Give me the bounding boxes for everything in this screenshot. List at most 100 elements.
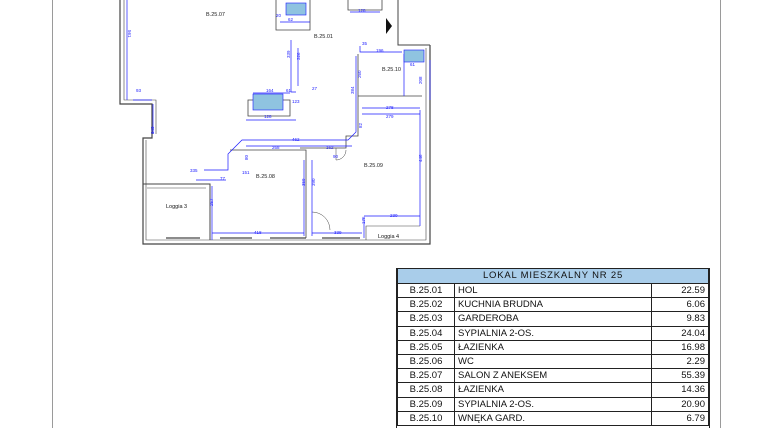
dimension-value: 62 [288, 17, 294, 22]
fixture-basin [403, 49, 425, 63]
room-code-cell: B.25.10 [397, 410, 455, 426]
dimension-value: 82 [358, 122, 363, 128]
dimension-value: 128 [358, 8, 366, 13]
room-name-cell: KUCHNIA BRUDNA [454, 297, 652, 313]
dimension-value: 151 [242, 170, 250, 175]
entrance-marker-icon [386, 18, 392, 34]
room-name-cell: SALON Z ANEKSEM [454, 368, 652, 384]
room-code-cell: B.25.09 [397, 396, 455, 412]
loggia-4-label: Loggia 4 [378, 234, 399, 240]
plan-walls [119, 0, 431, 245]
fixture-sink [285, 2, 307, 16]
dimension-value: 278 [386, 105, 394, 110]
dimension-value: 93 [136, 88, 142, 93]
dimension-values: 561 20 62 128 35 196 61 260 208 384 339 … [127, 8, 423, 235]
sheet-border-right [720, 0, 721, 428]
dimension-lines [126, 0, 431, 240]
room-name-cell: ŁAZIENKA [454, 339, 652, 355]
dimension-value: 257 [209, 198, 214, 206]
room-code-cell: B.25.04 [397, 325, 455, 341]
room-area-cell: 14.36 [651, 382, 709, 398]
room-area-cell: 2.29 [651, 353, 709, 370]
room-code-cell: B.25.05 [397, 339, 455, 355]
table-title: LOKAL MIESZKALNY NR 25 [397, 268, 709, 283]
dimension-value: 339 [334, 230, 342, 235]
fixture-tub [252, 93, 284, 111]
room-area-cell: 9.83 [651, 311, 709, 327]
room-b2510-label: B.25.10 [382, 67, 401, 73]
dimension-value: 128 [264, 114, 272, 119]
dimension-value: 61 [410, 62, 416, 67]
dimension-value: 343 [150, 126, 155, 134]
room-name-cell: SYPIALNIA 2-OS. [454, 325, 652, 341]
dimension-value: 279 [386, 114, 394, 119]
room-code-cell: B.25.07 [397, 368, 455, 384]
room-name-cell: SYPIALNIA 2-OS. [454, 396, 652, 412]
dimension-value: 335 [190, 168, 198, 173]
dimension-value: 80 [244, 154, 249, 160]
loggia-3-label: Loggia 3 [166, 204, 187, 210]
room-name-cell: ŁAZIENKA [454, 382, 652, 398]
dimension-value: 390 [311, 178, 316, 186]
room-area-cell: 22.59 [651, 282, 709, 299]
room-b2507-label: B.25.07 [206, 12, 225, 18]
dimension-value: 90 [333, 154, 339, 159]
room-name-cell: HOL [454, 282, 652, 299]
dimension-value: 20 [276, 13, 282, 18]
room-labels: B.25.07 B.25.01 B.25.10 B.25.08 B.25.09 [206, 12, 401, 180]
dimension-value: 164 [266, 88, 274, 93]
dimension-value: 208 [418, 76, 423, 84]
room-name-cell: WNĘKA GARD. [454, 410, 652, 426]
dimension-value: 77 [220, 176, 226, 181]
room-area-cell: 55.39 [651, 368, 709, 384]
room-name-cell: GARDEROBA [454, 311, 652, 327]
dimension-value: 326 [296, 52, 301, 60]
floor-plan: B.25.07 B.25.01 B.25.10 B.25.08 B.25.09 … [119, 0, 431, 245]
room-area-cell: 20.90 [651, 396, 709, 412]
dimension-value: 384 [350, 86, 355, 94]
dimension-value: 35 [362, 41, 368, 46]
room-b2501-label: B.25.01 [314, 34, 333, 40]
room-area-cell: 24.04 [651, 325, 709, 341]
dimension-value: 462 [292, 137, 300, 142]
dimension-value: 339 [286, 50, 291, 58]
dimension-value: 446 [418, 154, 423, 162]
room-code-cell: B.25.02 [397, 297, 455, 313]
dimension-value: 268 [272, 145, 280, 150]
room-code-cell: B.25.06 [397, 353, 455, 370]
dimension-value: 418 [254, 230, 262, 235]
dimension-value: 230 [390, 213, 398, 218]
bathroom-fixtures [252, 2, 425, 111]
dimension-value: 27 [312, 86, 318, 91]
dimension-value: 196 [376, 48, 384, 53]
room-area-cell: 6.06 [651, 297, 709, 313]
dimension-value: 175 [361, 216, 366, 224]
sheet-border-left [52, 0, 53, 428]
dimension-value: 260 [357, 70, 362, 78]
room-code-cell: B.25.08 [397, 382, 455, 398]
dimension-value: 359 [301, 178, 306, 186]
room-code-cell: B.25.03 [397, 311, 455, 327]
room-name-cell: WC [454, 353, 652, 370]
dimension-value: 561 [127, 30, 132, 38]
dimension-value: 123 [292, 99, 300, 104]
room-b2508-label: B.25.08 [256, 174, 275, 180]
dimension-value: 61 [286, 88, 292, 93]
room-area-cell: 6.79 [651, 410, 709, 426]
room-b2509-label: B.25.09 [364, 163, 383, 169]
room-code-cell: B.25.01 [397, 282, 455, 299]
room-area-cell: 16.98 [651, 339, 709, 355]
dimension-value: 162 [326, 145, 334, 150]
